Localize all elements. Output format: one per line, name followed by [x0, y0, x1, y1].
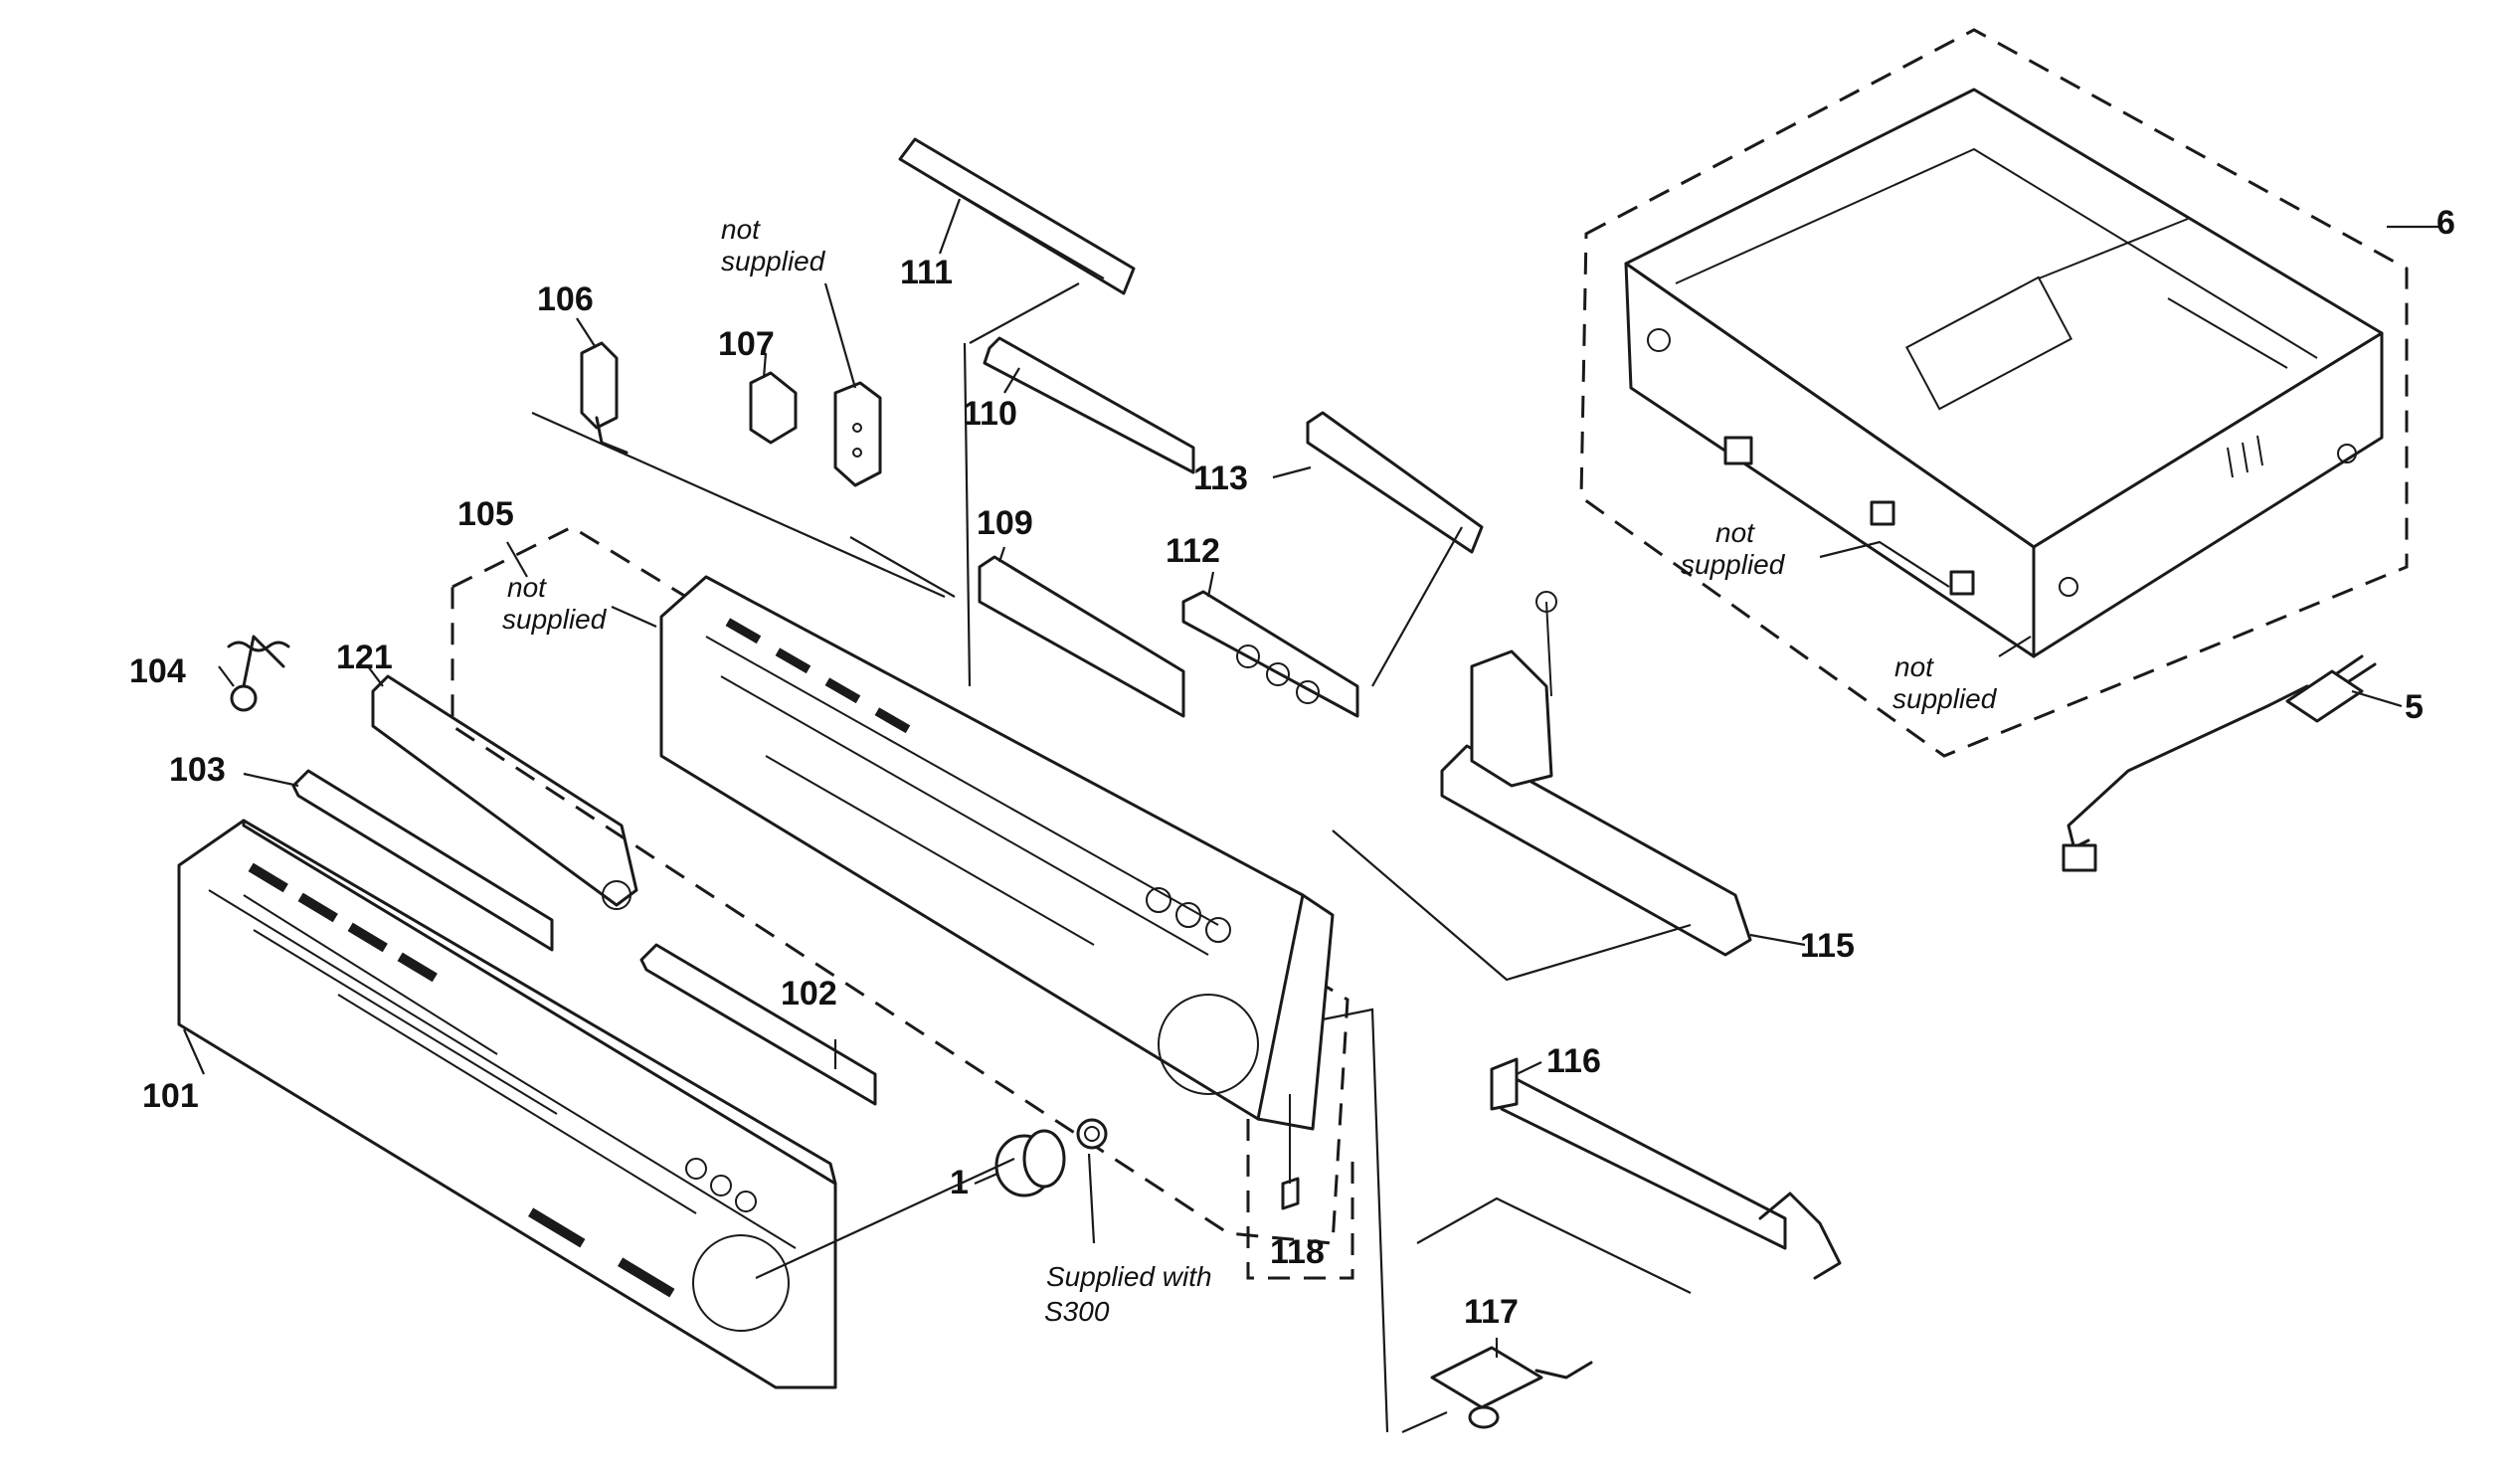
display-window-part-103	[243, 769, 554, 952]
switch-part-107	[749, 352, 798, 445]
label-1: 1	[950, 1164, 969, 1201]
bracket-part-116	[1416, 1057, 1842, 1294]
label-105: 105	[457, 495, 514, 533]
label-112: 112	[1166, 532, 1220, 570]
label-103: 103	[169, 751, 226, 789]
label-111: 111	[900, 254, 953, 291]
label-109: 109	[977, 504, 1033, 542]
board-part-109	[978, 546, 1185, 718]
board-part-112	[1181, 571, 1359, 718]
power-cord-part-5	[2062, 654, 2403, 872]
board-part-117	[1401, 1338, 1593, 1434]
board-not-supplied	[823, 282, 882, 487]
label-101: 101	[142, 1077, 199, 1115]
note-not-supplied-bottom-line2: supplied	[1892, 683, 1998, 714]
label-106: 106	[537, 280, 594, 318]
label-116: 116	[1546, 1042, 1601, 1080]
front-panel-part-101	[177, 819, 837, 1389]
label-110: 110	[963, 395, 1017, 433]
note-not-supplied-top-line2: supplied	[1681, 549, 1786, 580]
label-5: 5	[2405, 688, 2424, 726]
label-117: 117	[1464, 1293, 1519, 1331]
note-supplied-with-line2: S300	[1044, 1296, 1110, 1327]
assembly-leader-lines	[531, 282, 1463, 1279]
label-104: 104	[129, 652, 186, 690]
note-not-supplied-top-line1: not	[1715, 517, 1755, 548]
note-not-supplied-chassis-line2: supplied	[502, 604, 608, 635]
bracket-part-111	[898, 137, 1136, 295]
board-part-115	[1332, 591, 1806, 982]
note-supplied-with-line1: Supplied with	[1046, 1261, 1212, 1292]
board-part-113	[1272, 411, 1484, 554]
note-not-supplied-board-line2: supplied	[721, 246, 826, 276]
note-not-supplied-chassis-line1: not	[507, 572, 547, 603]
knob-part-1	[974, 1118, 1108, 1244]
label-121: 121	[336, 639, 393, 676]
bracket-part-106	[576, 317, 629, 455]
label-107: 107	[718, 325, 775, 363]
display-window-part-102	[639, 943, 877, 1106]
bracket-part-118	[1246, 1008, 1389, 1433]
front-chassis-part-105	[450, 525, 1350, 1245]
note-not-supplied-bottom-line1: not	[1894, 651, 1934, 682]
note-not-supplied-board-line1: not	[721, 214, 761, 245]
cabinet-part-6	[1579, 28, 2441, 758]
board-part-110	[983, 336, 1195, 474]
label-6: 6	[2436, 204, 2455, 242]
label-115: 115	[1800, 927, 1855, 965]
spring-part-104	[218, 635, 290, 712]
window-bracket-part-121	[367, 665, 638, 910]
label-118: 118	[1270, 1233, 1325, 1271]
label-102: 102	[781, 975, 837, 1012]
label-113: 113	[1193, 460, 1248, 497]
